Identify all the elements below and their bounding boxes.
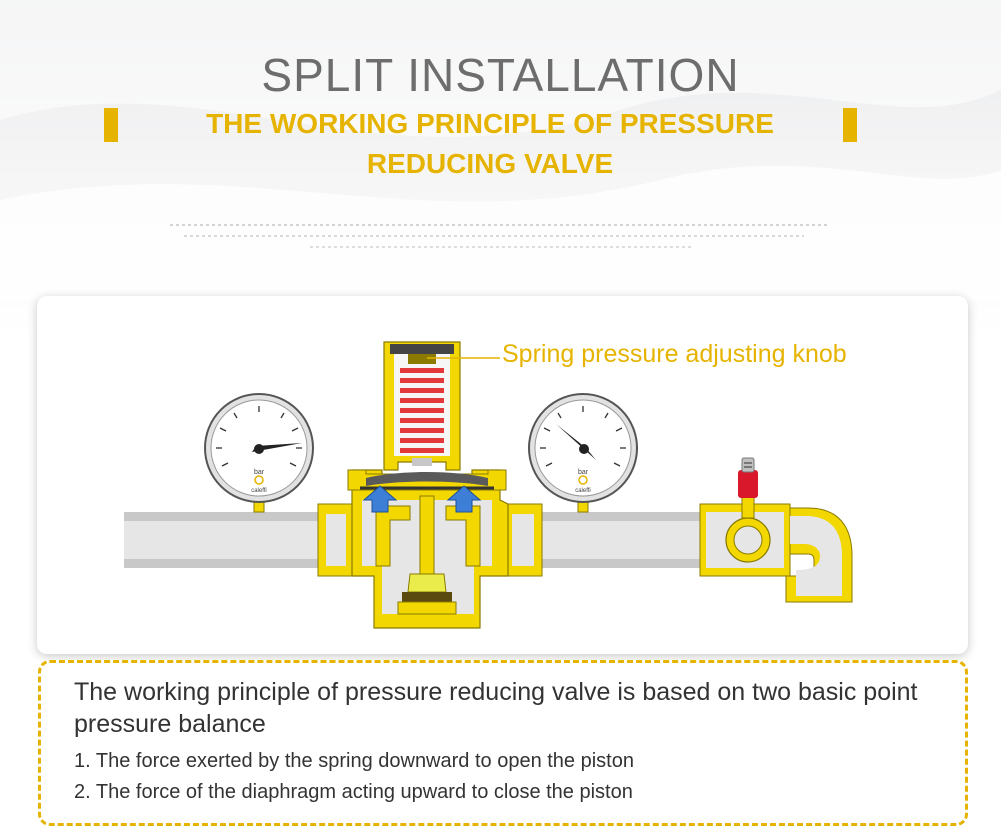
pressure-arrow-left — [362, 485, 398, 513]
inlet-fitting — [317, 503, 353, 577]
outlet-fitting — [507, 503, 543, 577]
inlet-pressure-gauge: bar caleffi — [204, 393, 314, 513]
inlet-gauge-brand: caleffi — [251, 488, 267, 494]
inlet-gauge-unit: bar — [254, 469, 265, 476]
spring — [400, 368, 444, 466]
outlet-gauge-brand: caleffi — [575, 488, 591, 494]
title-accent-bar-left — [104, 108, 118, 142]
info-item-1: 1. The force exerted by the spring downw… — [74, 750, 634, 772]
ball-valve-red-knob — [738, 457, 758, 498]
page-subtitle: THE WORKING PRINCIPLE OF PRESSURE REDUCI… — [150, 104, 830, 184]
title-accent-bar-right — [843, 108, 857, 142]
pressure-arrow-right — [446, 485, 482, 513]
subtitle-line-1: THE WORKING PRINCIPLE OF PRESSURE — [206, 108, 774, 139]
outlet-pressure-gauge: bar caleffi — [528, 393, 638, 513]
decorative-fine-print — [170, 224, 830, 258]
spring-knob-label: Spring pressure adjusting knob — [502, 340, 847, 368]
subtitle-line-2: REDUCING VALVE — [366, 148, 614, 179]
outlet-elbow — [785, 507, 853, 603]
outlet-gauge-unit: bar — [578, 469, 589, 476]
info-item-2: 2. The force of the diaphragm acting upw… — [74, 781, 633, 803]
info-main-text: The working principle of pressure reduci… — [74, 678, 918, 738]
ball-valve — [699, 495, 791, 577]
page-title: SPLIT INSTALLATION — [261, 49, 740, 101]
info-box — [38, 660, 968, 826]
knob-callout-line — [421, 355, 500, 361]
